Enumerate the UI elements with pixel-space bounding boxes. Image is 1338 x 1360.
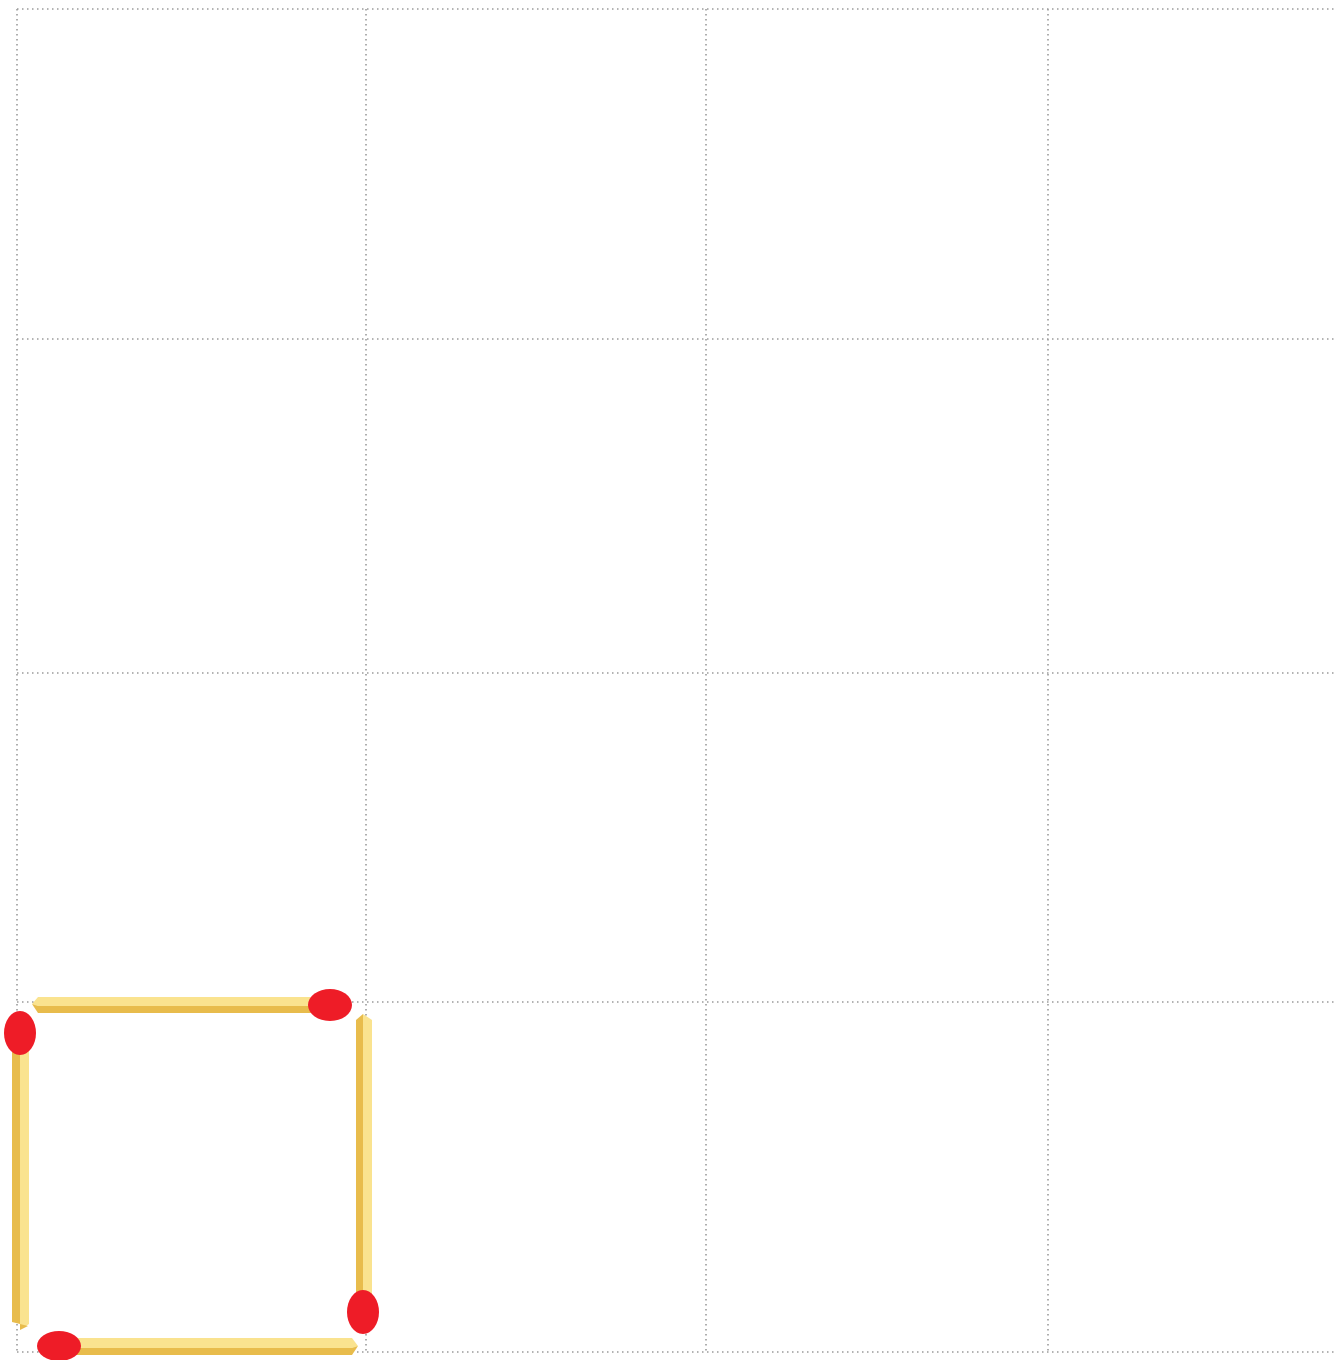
matchstick-left-head: [4, 1011, 36, 1055]
matchstick-right-shade: [356, 1014, 363, 1296]
matchstick-right-body: [363, 1014, 372, 1296]
matchstick-left-body: [20, 1048, 29, 1330]
matchstick-left[interactable]: [4, 1011, 36, 1330]
matchstick-top-head: [308, 989, 352, 1021]
grid: [17, 9, 1334, 1352]
matchstick-bottom-body: [72, 1338, 358, 1348]
matchstick-bottom-head: [37, 1331, 81, 1360]
matchstick-top-body: [32, 997, 322, 1006]
matchstick-top[interactable]: [32, 989, 352, 1021]
matchstick-right-head: [347, 1290, 379, 1334]
matchstick-right[interactable]: [347, 1014, 379, 1334]
matchstick-bottom[interactable]: [37, 1331, 358, 1360]
